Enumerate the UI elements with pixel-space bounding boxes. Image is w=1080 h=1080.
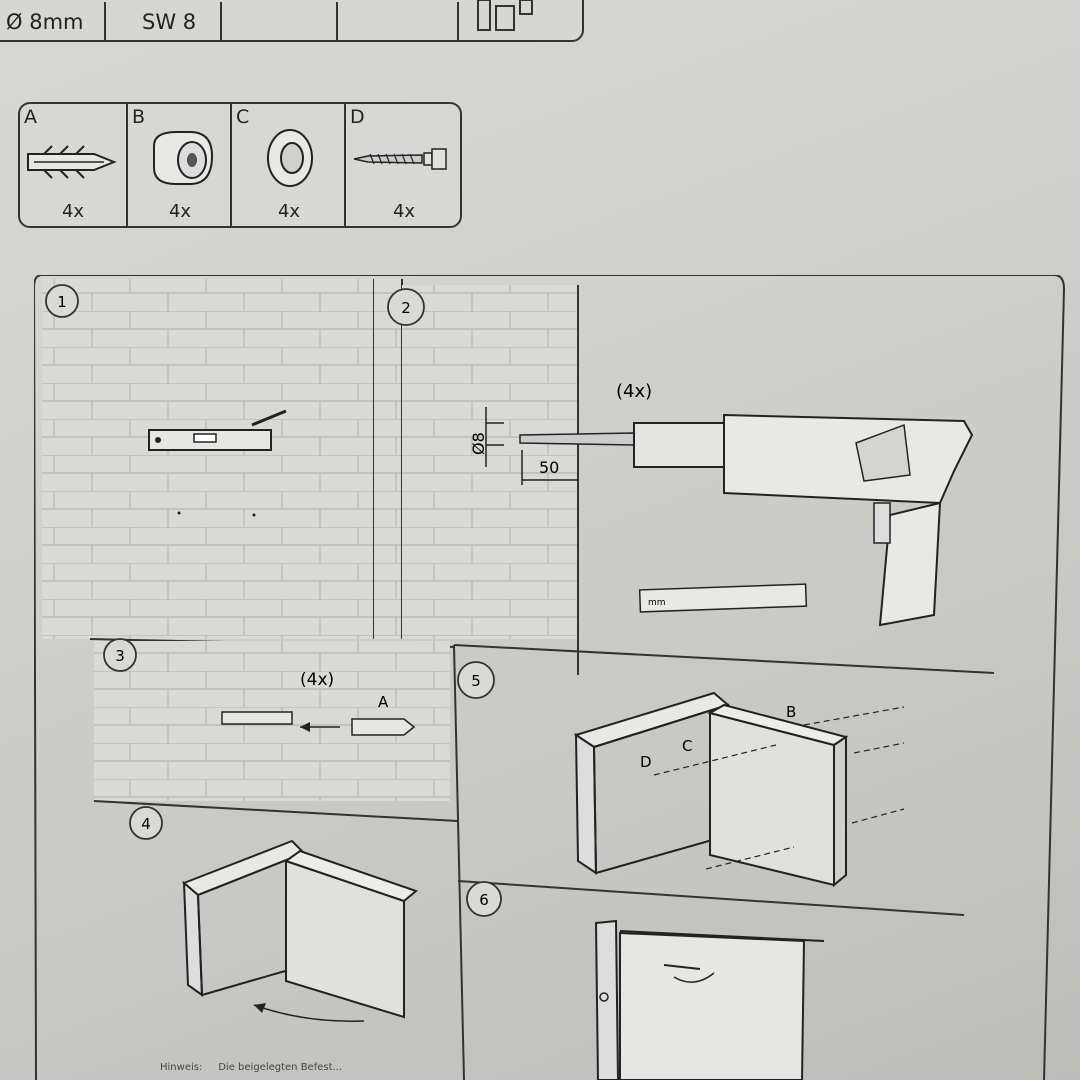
step-number: 4	[141, 815, 151, 833]
tool-table: Ø 8mm SW 8	[0, 0, 584, 42]
drill-size-label: Ø 8mm	[6, 10, 84, 34]
part-b: B 4x	[126, 104, 232, 226]
mailbox-open-icon	[573, 691, 849, 888]
mailbox-mounted-icon	[594, 919, 825, 1080]
part-letter: D	[350, 106, 365, 128]
part-letter: C	[236, 106, 250, 128]
part-a: A 4x	[20, 104, 126, 226]
step-number: 6	[479, 891, 489, 909]
pencil-icon	[251, 409, 287, 427]
footer-note: Hinweis: Die beigelegten Befest...	[160, 1062, 342, 1073]
footer-text: Die beigelegten Befest...	[218, 1062, 343, 1073]
part-label: C	[682, 737, 692, 755]
step-1-panel: 1	[42, 279, 375, 639]
part-letter: B	[132, 106, 146, 128]
spirit-level-icon	[148, 429, 272, 451]
step-4-panel: 4	[129, 806, 419, 1022]
step-5-panel: 5 D C B	[457, 661, 905, 888]
drill-icon	[519, 413, 974, 627]
step-2-panel: 2 (4x) Ø8 50 mm	[387, 285, 974, 675]
footer-label: Hinweis:	[160, 1062, 203, 1073]
part-qty: 4x	[392, 201, 416, 222]
part-letter: A	[24, 106, 37, 128]
parts-list: A 4x B 4x C 4x D	[18, 102, 462, 228]
ruler-icon: mm	[638, 583, 808, 613]
svg-text:mm: mm	[648, 598, 666, 608]
tool-divider	[104, 2, 106, 40]
part-label: A	[378, 693, 389, 711]
plug-qty: (4x)	[300, 670, 334, 690]
spacer-icon	[153, 131, 214, 185]
step-number: 2	[401, 299, 411, 317]
part-qty: 4x	[61, 201, 85, 222]
part-qty: 4x	[277, 201, 301, 222]
screw-icon	[353, 148, 447, 170]
tool-divider	[457, 2, 459, 40]
part-d: D 4x	[344, 104, 462, 226]
washer-icon	[267, 129, 313, 187]
wall-plug-icon	[351, 718, 416, 736]
part-c: C 4x	[230, 104, 346, 226]
part-label: D	[640, 753, 652, 771]
part-qty: 4x	[168, 201, 192, 222]
tool-divider	[220, 2, 222, 40]
assembly-steps: 1 2 (4x) Ø8 50	[34, 275, 1066, 1080]
tool-divider	[336, 2, 338, 40]
step-number: 1	[57, 293, 67, 311]
step-6-panel: 6	[466, 881, 825, 1080]
hole-diameter: Ø8	[469, 432, 488, 455]
part-label: B	[786, 703, 796, 721]
step-number: 5	[471, 672, 481, 690]
spirit-level-icon	[477, 0, 533, 31]
wrench-size-label: SW 8	[142, 10, 197, 34]
drill-qty: (4x)	[616, 381, 652, 402]
wall-plug-icon	[27, 145, 117, 179]
hole-depth: 50	[539, 458, 559, 477]
step-number: 3	[115, 647, 125, 665]
mailbox-hinged-icon	[182, 839, 419, 1019]
step-3-panel: 3 (4x) A	[94, 638, 450, 801]
